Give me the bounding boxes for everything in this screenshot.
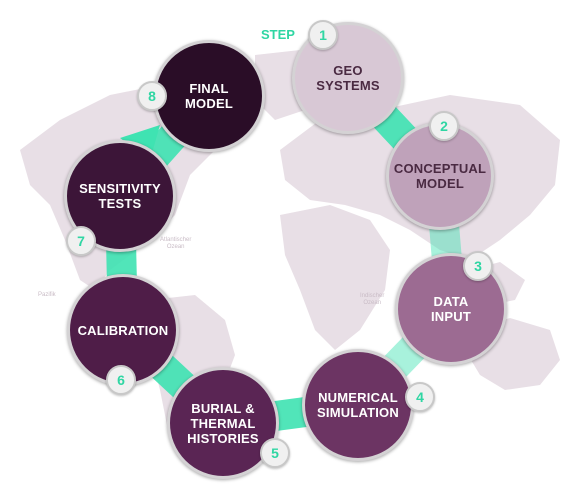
continent-shapes (20, 50, 560, 450)
step-label: CONCEPTUAL MODEL (393, 161, 487, 191)
step-label: NUMERICAL SIMULATION (317, 390, 399, 420)
step-node-8: FINAL MODEL (153, 40, 265, 152)
step-node-2: CONCEPTUAL MODEL (386, 122, 494, 230)
pacific-ocean-label: Pazifik (38, 292, 56, 298)
step-number-badge: 3 (463, 251, 493, 281)
indian-ocean-label: Indischer Ozean (360, 293, 385, 306)
step-node-1: GEO SYSTEMS (292, 22, 404, 134)
step-label: CALIBRATION (77, 322, 169, 338)
step-number-badge: 8 (137, 81, 167, 111)
step-label: FINAL MODEL (185, 81, 233, 111)
step-number-badge: 4 (405, 382, 435, 412)
step-label: DATA INPUT (431, 294, 471, 324)
step-number-badge: 6 (106, 365, 136, 395)
step-node-5: BURIAL & THERMAL HISTORIES (167, 367, 279, 479)
step-number-badge: 5 (260, 438, 290, 468)
atlantic-ocean-label: Atlantischer Ozean (160, 237, 192, 250)
step-number-badge: 2 (429, 111, 459, 141)
step-label: SENSITIVITY TESTS (79, 181, 161, 211)
step-heading: STEP (261, 27, 295, 42)
step-number-badge: 1 (308, 20, 338, 50)
step-label: BURIAL & THERMAL HISTORIES (187, 400, 259, 446)
step-node-4: NUMERICAL SIMULATION (302, 349, 414, 461)
africa-shape (280, 205, 390, 350)
step-number-badge: 7 (66, 226, 96, 256)
step-label: GEO SYSTEMS (316, 63, 380, 93)
